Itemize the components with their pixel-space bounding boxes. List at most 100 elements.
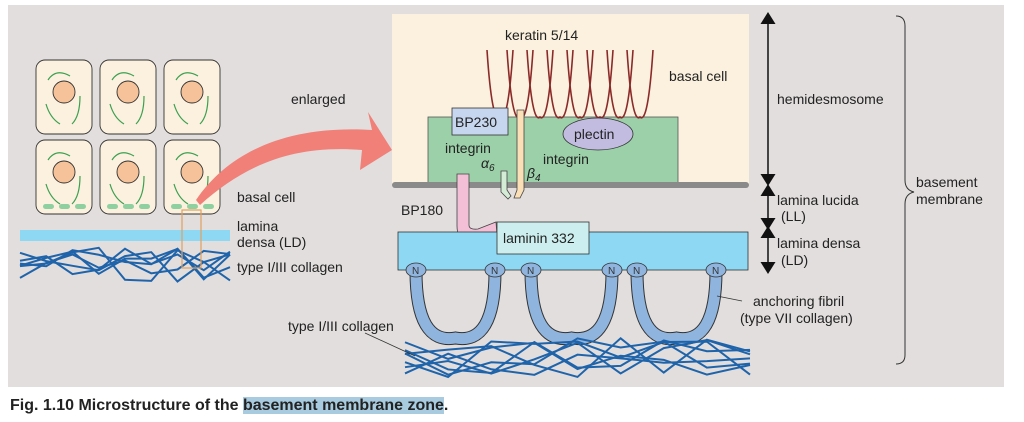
- collagen-fiber: [19, 246, 231, 282]
- cytoskeleton-filament: [71, 95, 81, 125]
- cytoskeleton-filament: [199, 95, 209, 125]
- plasma-membrane: [392, 182, 749, 188]
- overview-basal-cell-label: basal cell: [237, 189, 295, 205]
- keratin-label: keratin 5/14: [505, 27, 578, 43]
- detail-collagen-label: type I/III collagen: [288, 318, 394, 334]
- anchoring-plaque: [484, 262, 506, 278]
- hemidesmosome-dot: [203, 204, 214, 209]
- hemidesmosome-dot: [59, 204, 70, 209]
- enlarged-label: enlarged: [291, 91, 346, 107]
- anchoring-fibril: [525, 270, 618, 345]
- cytoskeleton-filament: [109, 183, 125, 205]
- cytoskeleton-filament: [173, 183, 189, 205]
- anchoring-plaque-glyph: N: [412, 266, 419, 277]
- hemidesmosome-dot: [187, 204, 198, 209]
- collagen-fiber: [404, 340, 751, 379]
- basement-membrane-label-1: basement: [916, 174, 978, 190]
- collagen-fiber: [19, 247, 231, 281]
- epidermis-cells: [35, 59, 221, 215]
- anchoring-plaque-glyph: N: [527, 266, 534, 277]
- cytoskeleton-filament: [111, 72, 135, 81]
- nucleus: [116, 80, 140, 104]
- hemidesmosome-dot: [171, 204, 182, 209]
- anchoring-plaque: [405, 262, 427, 278]
- anchoring-plaque-glyph: N: [608, 266, 615, 277]
- laminin-332-box: [496, 221, 590, 255]
- fibril-leader-line: [716, 295, 743, 302]
- cytoskeleton-filament: [45, 103, 61, 125]
- cytoskeleton-filament: [135, 95, 145, 125]
- enlarged-arrow: [196, 112, 392, 205]
- overview-collagen-label: type I/III collagen: [237, 259, 343, 275]
- caption-highlight: basement membrane zone: [242, 397, 444, 414]
- hemidesmosome-dot: [139, 204, 150, 209]
- lamina-lucida-label-2: (LL): [781, 208, 806, 224]
- cytoskeleton-filament: [111, 152, 135, 161]
- cytoskeleton-filament: [45, 183, 61, 205]
- cytoskeleton-filament: [71, 175, 81, 205]
- integrin-a6-label: integrin: [445, 140, 491, 156]
- cytoskeleton-filament: [109, 103, 125, 125]
- caption-prefix: Fig. 1.10 Microstructure of the: [10, 397, 243, 414]
- nucleus: [52, 160, 76, 184]
- integrin-b4-shape: [513, 109, 525, 199]
- collagen-mesh-large: [404, 336, 751, 379]
- laminin-332-label: laminin 332: [503, 230, 575, 246]
- hemidesmosome-dot: [43, 204, 54, 209]
- anchoring-plaque: [705, 262, 727, 278]
- cytoskeleton-filament: [135, 175, 145, 205]
- bp180-label: BP180: [401, 202, 443, 218]
- hemidesmosome-label: hemidesmosome: [777, 91, 884, 107]
- cytoskeleton-filament: [175, 72, 199, 81]
- collagen-fiber: [404, 352, 751, 376]
- anchoring-fibril-label-1: anchoring fibril: [753, 293, 844, 309]
- anchoring-fibril: [410, 270, 501, 345]
- anchoring-plaque: [626, 262, 648, 278]
- plectin-label: plectin: [574, 126, 614, 142]
- caption-suffix: .: [443, 397, 449, 414]
- hemidesmosome-dot: [123, 204, 134, 209]
- basement-membrane-label-2: membrane: [916, 191, 983, 207]
- collagen-fiber: [404, 336, 751, 379]
- nucleus: [180, 80, 204, 104]
- figure-caption: Fig. 1.10 Microstructure of the basement…: [10, 397, 448, 415]
- anchoring-fibril-label-2: (type VII collagen): [740, 310, 853, 326]
- hemidesmosome-dot: [75, 204, 86, 209]
- collagen-leader-line: [364, 332, 416, 357]
- lamina-densa-label-2: (LD): [781, 252, 808, 268]
- cytoskeleton-filament: [173, 103, 189, 125]
- anchoring-plaque: [601, 262, 623, 278]
- cytoskeleton-filament: [47, 72, 71, 81]
- keratin-loop: [626, 49, 654, 119]
- nucleus: [52, 80, 76, 104]
- anchoring-plaque: [520, 262, 542, 278]
- basement-membrane-brace: [895, 15, 915, 365]
- hemidesmosome-dot: [107, 204, 118, 209]
- anchoring-fibril: [631, 270, 722, 345]
- collagen-fiber: [404, 337, 751, 376]
- nucleus: [180, 160, 204, 184]
- lamina-densa-band: [20, 230, 230, 241]
- collagen-mesh-small: [19, 246, 231, 283]
- detail-basal-cell-label: basal cell: [669, 68, 727, 84]
- lamina-densa-label-1: lamina densa: [777, 235, 860, 251]
- nucleus: [116, 160, 140, 184]
- collagen-fiber: [404, 341, 751, 376]
- collagen-fiber: [19, 249, 231, 279]
- overview-lamina-label-2: densa (LD): [237, 234, 306, 250]
- anchoring-plaque-glyph: N: [491, 266, 498, 277]
- anchoring-plaque-glyph: N: [633, 266, 640, 277]
- cytoskeleton-filament: [175, 152, 199, 161]
- enlarge-region-box: [181, 209, 202, 269]
- overview-lamina-label-1: lamina: [237, 218, 278, 234]
- cytoskeleton-filament: [47, 152, 71, 161]
- anchoring-plaque-glyph: N: [712, 266, 719, 277]
- integrin-b4-greek: β4: [526, 165, 541, 184]
- integrin-b4-label: integrin: [543, 151, 589, 167]
- bp230-label: BP230: [455, 114, 497, 130]
- plectin-ellipse: [562, 117, 634, 151]
- integrin-a6-shape: [500, 170, 512, 200]
- integrin-a6-greek: α6: [481, 155, 495, 174]
